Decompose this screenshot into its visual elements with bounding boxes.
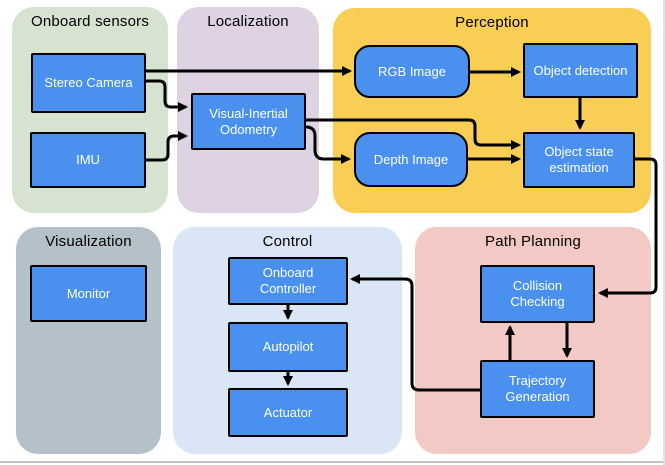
node-label-stereo-camera: Stereo Camera bbox=[44, 75, 133, 90]
node-onboard-controller: Onboard Controller bbox=[228, 257, 348, 305]
window-bottom-border bbox=[0, 461, 665, 463]
region-title-visualization: Visualization bbox=[45, 233, 132, 250]
window-right-border bbox=[663, 0, 665, 465]
node-label-autopilot: Autopilot bbox=[262, 339, 314, 354]
node-label-object-detection: Object detection bbox=[533, 62, 628, 78]
node-label-actuator: Actuator bbox=[263, 404, 313, 420]
region-title-perception: Perception bbox=[455, 14, 529, 31]
region-title-onboard-sensors: Onboard sensors bbox=[30, 13, 150, 30]
node-actuator: Actuator bbox=[228, 388, 348, 437]
node-label-visual-inertial-odometry: Visual-Inertial Odometry bbox=[209, 105, 288, 137]
node-label-object-state-estimation: Object state estimation bbox=[544, 144, 614, 175]
node-trajectory-generation: Trajectory Generation bbox=[480, 360, 595, 418]
node-label-rgb-image: RGB Image bbox=[378, 63, 446, 79]
node-label-monitor: Monitor bbox=[66, 285, 111, 301]
node-visual-inertial-odometry: Visual-Inertial Odometry bbox=[191, 93, 306, 150]
node-label-onboard-controller: Onboard Controller bbox=[259, 265, 317, 296]
node-stereo-camera: Stereo Camera bbox=[31, 53, 146, 113]
node-collision-checking: Collision Checking bbox=[480, 265, 595, 323]
region-title-localization: Localization bbox=[207, 13, 289, 30]
node-label-depth-image: Depth Image bbox=[373, 151, 449, 167]
region-title-path-planning: Path Planning bbox=[484, 233, 581, 250]
node-autopilot: Autopilot bbox=[228, 322, 348, 372]
region-visualization: Visualization bbox=[16, 227, 161, 454]
node-object-state-estimation: Object state estimation bbox=[523, 132, 635, 188]
region-path-planning: Path Planning bbox=[415, 227, 651, 454]
node-label-trajectory-generation: Trajectory Generation bbox=[505, 373, 570, 404]
node-label-imu: IMU bbox=[76, 152, 100, 167]
region-title-control: Control bbox=[262, 233, 313, 250]
node-object-detection: Object detection bbox=[523, 43, 638, 98]
node-imu: IMU bbox=[30, 132, 146, 188]
node-label-collision-checking: Collision Checking bbox=[510, 278, 565, 309]
node-rgb-image: RGB Image bbox=[354, 45, 470, 98]
node-depth-image: Depth Image bbox=[354, 132, 468, 187]
node-monitor: Monitor bbox=[30, 265, 147, 322]
